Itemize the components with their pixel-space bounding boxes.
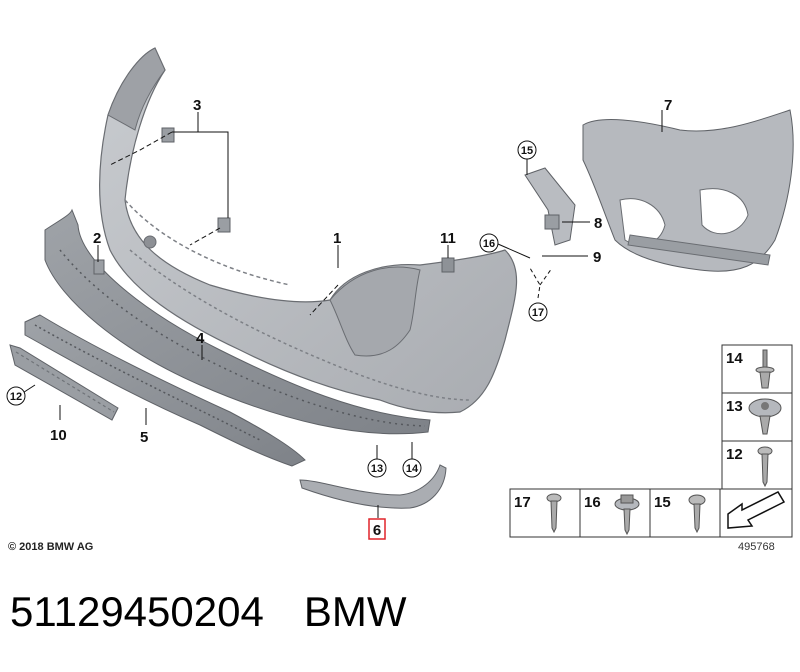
callout-2: 2 <box>93 230 101 247</box>
callout-12: 12 <box>6 386 26 406</box>
fastener-table: 14 13 12 17 16 15 <box>509 344 793 538</box>
license-plate-bracket-10 <box>9 344 119 421</box>
screw-15-icon <box>688 494 706 534</box>
callout-14: 14 <box>402 458 422 478</box>
svg-text:6: 6 <box>373 522 381 539</box>
direction-arrow-icon <box>727 491 786 529</box>
table-row-12: 12 <box>726 446 743 463</box>
table-row-14: 14 <box>726 350 743 367</box>
callout-4: 4 <box>196 330 205 347</box>
lower-trim-4 <box>44 208 431 435</box>
brand-name: BMW <box>303 588 407 635</box>
callout-15: 15 <box>517 140 537 160</box>
svg-text:15: 15 <box>521 145 533 157</box>
screw-12-icon <box>757 446 773 488</box>
screw-17-icon <box>546 493 562 534</box>
table-cell-16: 16 <box>584 494 601 511</box>
clip-11 <box>441 257 455 273</box>
grille-strip-5 <box>24 314 306 467</box>
svg-text:14: 14 <box>406 463 419 475</box>
footer-caption: 51129450204 BMW <box>10 588 406 636</box>
svg-text:12: 12 <box>10 391 22 403</box>
copyright-notice: © 2018 BMW AG <box>8 541 94 553</box>
callout-9: 9 <box>593 249 601 266</box>
callout-5: 5 <box>140 429 148 446</box>
screw-16-icon <box>614 494 640 536</box>
clips-3 <box>161 127 231 233</box>
callout-6-highlighted[interactable]: 6 <box>368 518 386 540</box>
table-cell-17: 17 <box>514 494 531 511</box>
callout-11: 11 <box>440 230 456 247</box>
callout-7: 7 <box>664 97 672 114</box>
bumper-cover <box>99 47 518 414</box>
bumper-carrier-7 <box>582 109 794 272</box>
callout-16: 16 <box>479 233 499 253</box>
svg-text:13: 13 <box>371 463 383 475</box>
callout-1: 1 <box>333 230 341 247</box>
clip-8 <box>544 214 560 230</box>
diagram-number: 495768 <box>738 541 775 553</box>
bracket-15 <box>524 167 576 246</box>
svg-text:17: 17 <box>532 307 544 319</box>
parts-diagram: 3 7 2 1 11 8 9 4 5 10 15 16 17 12 13 14 … <box>6 47 794 540</box>
table-row-13: 13 <box>726 398 743 415</box>
part-number: 51129450204 <box>10 588 264 635</box>
callout-17: 17 <box>528 302 548 322</box>
clip-2 <box>93 259 105 275</box>
callout-8: 8 <box>594 215 602 232</box>
callout-3: 3 <box>193 97 201 114</box>
trim-strip-6 <box>299 464 447 509</box>
svg-text:16: 16 <box>483 238 495 250</box>
table-cell-15: 15 <box>654 494 671 511</box>
expanding-nut-icon <box>748 398 782 435</box>
rivet-clip-icon <box>755 349 775 389</box>
callout-13: 13 <box>367 458 387 478</box>
callout-10: 10 <box>50 427 67 444</box>
